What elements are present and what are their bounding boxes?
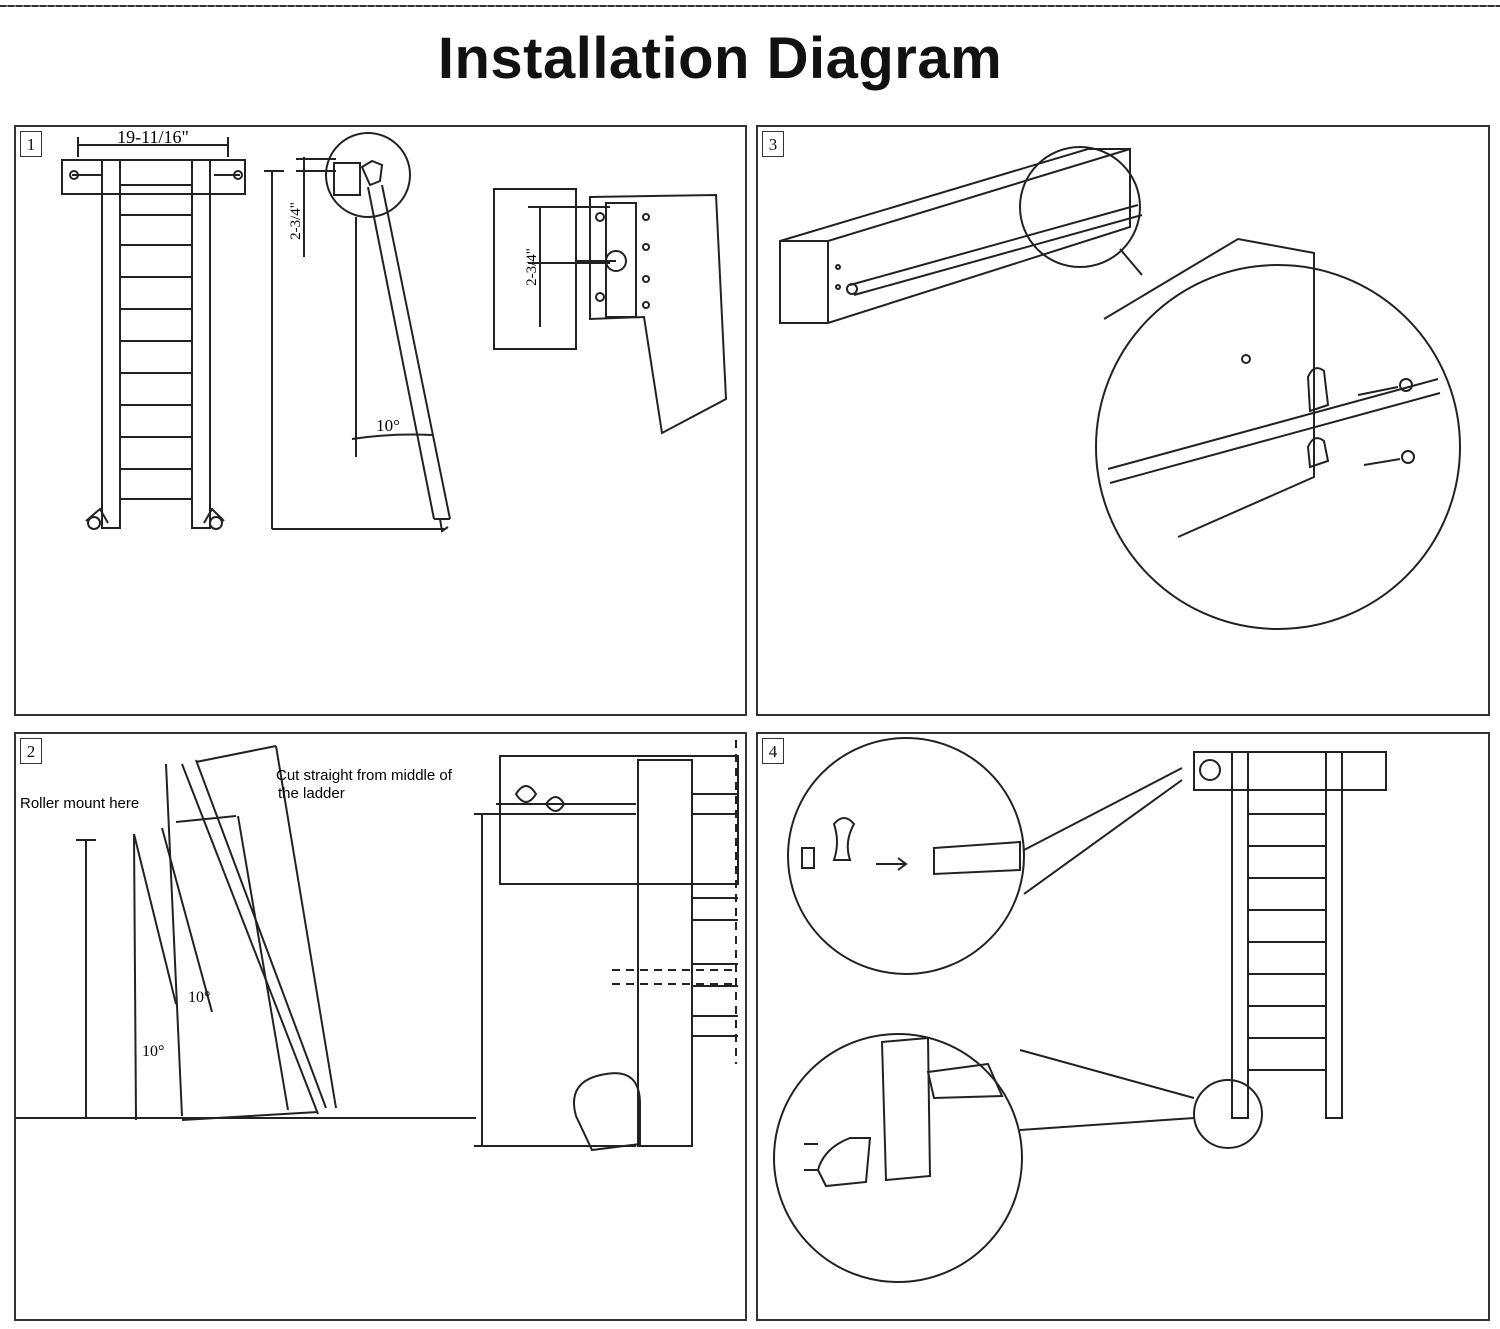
width-dimension-label: 19-11/16" [117, 127, 189, 147]
left-stile [101, 159, 121, 529]
wall-panel [499, 755, 739, 885]
ladder-section [589, 193, 728, 435]
wheel-detail-circle [1193, 1079, 1263, 1149]
large-detail-circle [1095, 264, 1461, 630]
small-detail-circle [1019, 146, 1141, 268]
panel-step-1: 19-11/16" 2-3/4" 2-3/4" 10° 1 [14, 125, 747, 716]
angle-label: 10° [376, 416, 400, 435]
top-rule [0, 5, 1500, 7]
upper-angle-label: 10° [188, 989, 210, 1006]
step-number-4: 4 [762, 738, 784, 764]
ladder-rungs [120, 184, 192, 500]
step-3-drawing [779, 146, 1461, 630]
cut-instruction-line-2: the ladder [278, 785, 345, 802]
step-number-3: 3 [762, 131, 784, 157]
detail-circle [325, 132, 411, 218]
ladder-side-rail [637, 759, 693, 1147]
step-number-1: 1 [20, 131, 42, 157]
lower-angle-label: 10° [142, 1043, 164, 1060]
step-1-drawing: 19-11/16" 2-3/4" 2-3/4" 10° [61, 127, 728, 533]
ladder-rungs [1248, 813, 1326, 1071]
bracket-offset-label: 2-3/4" [524, 248, 540, 286]
step-number-2: 2 [20, 738, 42, 764]
step-2-drawing: Roller mount here Cut straight from midd… [16, 740, 739, 1152]
step-4-drawing [773, 737, 1387, 1283]
right-stile [191, 159, 211, 529]
cut-instruction-line-1: Cut straight from middle of [276, 767, 453, 784]
page-title: Installation Diagram [437, 26, 1003, 91]
right-stile [1325, 751, 1343, 1119]
panel-step-2: Roller mount here Cut straight from midd… [14, 732, 747, 1321]
left-stile [1231, 751, 1249, 1119]
top-rail-bar [61, 159, 246, 195]
offset-dimension-label: 2-3/4" [288, 202, 304, 240]
top-rail-bar [1193, 751, 1387, 791]
upper-detail-circle [787, 737, 1025, 975]
roller-mount-label: Roller mount here [20, 795, 139, 812]
shelf-beam [779, 148, 1131, 324]
panel-step-3: 3 [756, 125, 1490, 716]
lower-detail-circle [773, 1033, 1023, 1283]
panel-step-4: 4 [756, 732, 1490, 1321]
